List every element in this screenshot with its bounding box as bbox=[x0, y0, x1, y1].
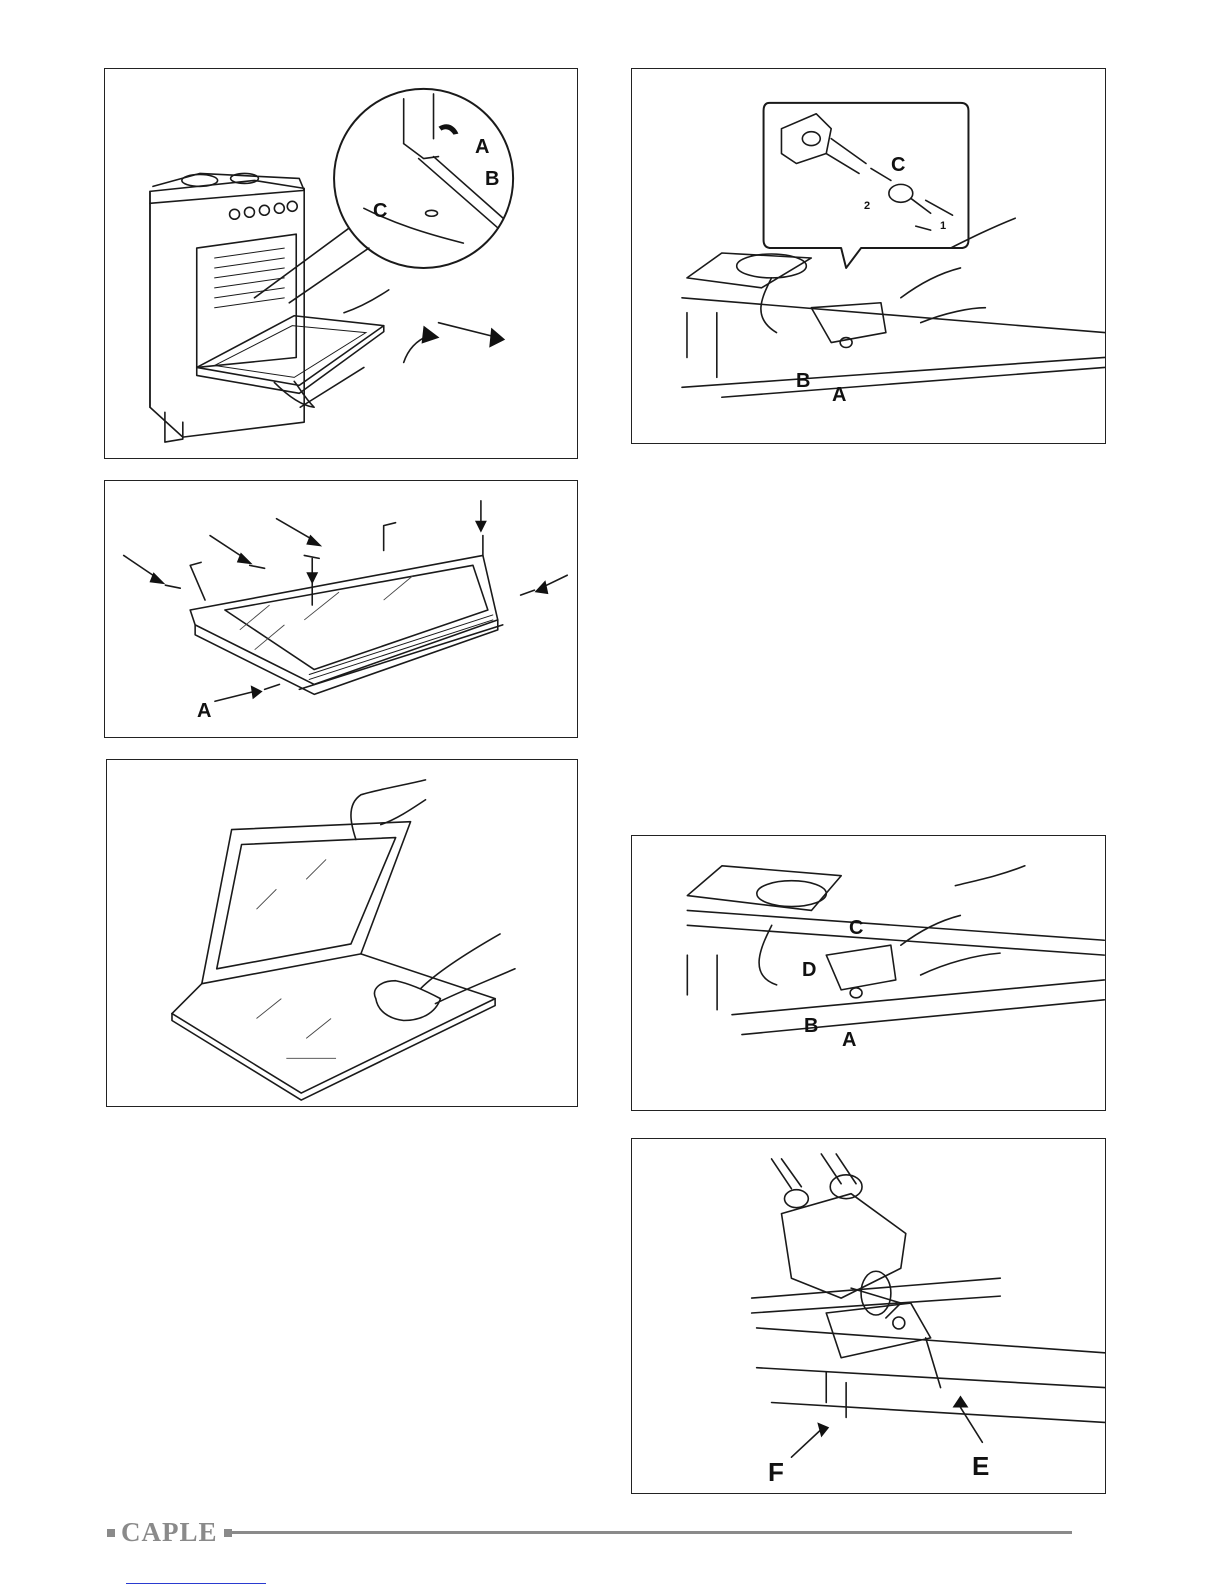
logo-square-right bbox=[224, 1529, 232, 1537]
oven-door-illustration bbox=[105, 69, 577, 458]
valve-screws-illustration bbox=[632, 1139, 1105, 1493]
figure-valve-screws: F E bbox=[631, 1138, 1106, 1494]
valve-removal-illustration bbox=[632, 69, 1105, 443]
callout-a: A bbox=[197, 701, 211, 721]
door-screws-illustration bbox=[105, 481, 577, 737]
callout-c: C bbox=[891, 155, 905, 175]
figure-door-screws: A bbox=[104, 480, 578, 738]
figure-glass-cleaning bbox=[106, 759, 578, 1107]
caple-logo: CAPLE bbox=[101, 1517, 238, 1548]
callout-d: D bbox=[802, 960, 816, 980]
callout-c: C bbox=[849, 918, 863, 938]
callout-b: B bbox=[796, 371, 810, 391]
callout-a: A bbox=[475, 137, 489, 157]
callout-c: C bbox=[373, 201, 387, 221]
callout-1: 1 bbox=[940, 221, 946, 232]
brand-name: CAPLE bbox=[121, 1517, 218, 1547]
glass-cleaning-illustration bbox=[107, 760, 577, 1106]
figure-valve-removal: C 2 1 B A bbox=[631, 68, 1106, 444]
callout-b: B bbox=[804, 1016, 818, 1036]
thermocouple-illustration bbox=[632, 836, 1105, 1110]
figure-thermocouple: C D B A bbox=[631, 835, 1106, 1111]
footer-rule bbox=[232, 1531, 1072, 1534]
callout-e: E bbox=[972, 1453, 989, 1479]
figure-door-removal: A B C bbox=[104, 68, 578, 459]
logo-square-left bbox=[107, 1529, 115, 1537]
callout-2: 2 bbox=[864, 201, 870, 212]
callout-a: A bbox=[842, 1030, 856, 1050]
bottom-link-underline[interactable] bbox=[126, 1583, 266, 1584]
callout-b: B bbox=[485, 169, 499, 189]
callout-f: F bbox=[768, 1459, 784, 1485]
callout-a: A bbox=[832, 385, 846, 405]
